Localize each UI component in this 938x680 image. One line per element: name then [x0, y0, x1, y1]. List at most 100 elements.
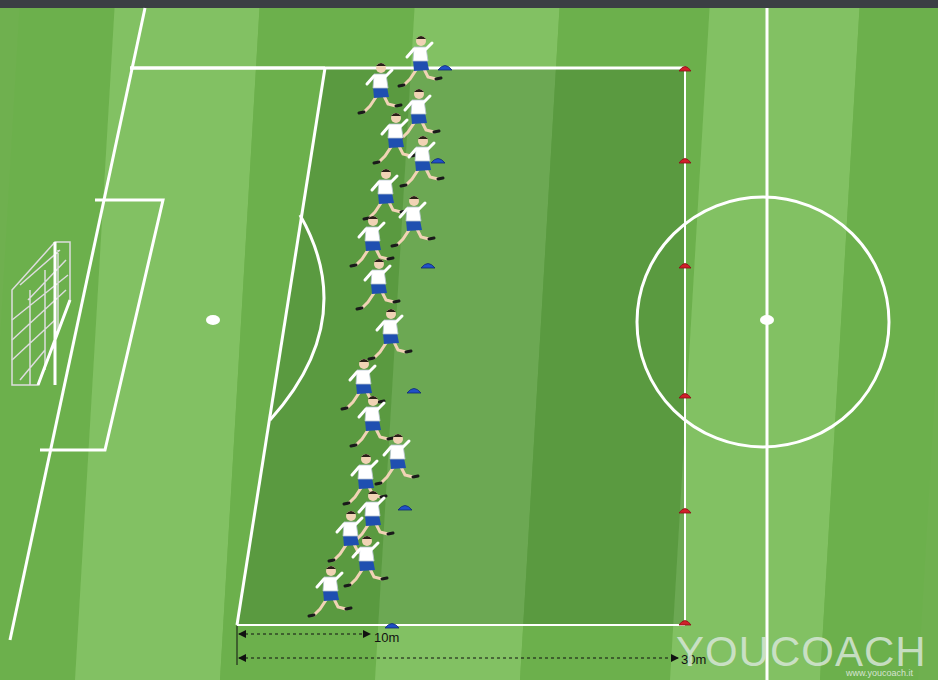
player-shorts	[388, 137, 404, 148]
cones	[385, 66, 691, 629]
player-shorts	[365, 420, 381, 431]
player-head	[326, 566, 336, 576]
player-shorts	[356, 383, 372, 394]
player-head	[414, 89, 424, 99]
player-shorts	[383, 333, 399, 344]
penalty-spot	[206, 315, 220, 325]
zone-line	[237, 624, 685, 626]
player-figure	[357, 259, 399, 309]
dimension-line	[239, 634, 370, 635]
player-figure	[309, 566, 351, 616]
player-hair	[386, 309, 396, 312]
player-head	[359, 359, 369, 369]
zone-line	[684, 68, 686, 625]
player-boot	[351, 258, 393, 266]
player-head	[381, 169, 391, 179]
player-head	[376, 63, 386, 73]
shaded-area	[237, 68, 685, 625]
player-shorts	[378, 193, 394, 204]
player-figure	[351, 216, 393, 266]
player-shorts	[373, 87, 389, 98]
player-boot	[401, 178, 443, 186]
player-shorts	[343, 535, 359, 546]
dimension-line	[239, 658, 678, 659]
player-shorts	[365, 515, 381, 526]
player-hair	[368, 216, 378, 219]
player-hair	[381, 169, 391, 172]
player-shorts	[411, 113, 427, 124]
player-head	[418, 136, 428, 146]
player-head	[346, 511, 356, 521]
player-boot	[376, 476, 418, 484]
player-shorts	[358, 478, 374, 489]
player-figure	[399, 36, 441, 86]
player-hair	[368, 396, 378, 399]
player-boot	[392, 238, 434, 246]
player-hair	[346, 511, 356, 514]
player-figure	[344, 454, 386, 504]
dimension-label: 10m	[374, 630, 399, 645]
player-hair	[359, 359, 369, 362]
centre-spot	[760, 315, 774, 325]
player-head	[393, 434, 403, 444]
watermark-url: www.youcoach.it	[846, 668, 913, 678]
player-boot	[309, 608, 351, 616]
player-shorts	[365, 240, 381, 251]
blue-cone	[385, 624, 399, 629]
player-head	[368, 396, 378, 406]
dimension-tick	[237, 626, 238, 665]
red-cone	[679, 264, 691, 269]
player-figure	[392, 196, 434, 246]
blue-cone	[398, 506, 412, 511]
players	[309, 36, 443, 616]
player-boot	[351, 438, 393, 446]
player-head	[386, 309, 396, 319]
player-hair	[409, 196, 419, 199]
player-figure	[359, 63, 401, 113]
player-boot	[399, 78, 441, 86]
player-head	[361, 454, 371, 464]
player-figure	[397, 89, 439, 139]
player-shorts	[415, 160, 431, 171]
player-head	[409, 196, 419, 206]
player-head	[374, 259, 384, 269]
player-figure	[342, 359, 384, 409]
grass-stripe	[820, 0, 938, 680]
player-hair	[391, 113, 401, 116]
player-boot	[359, 105, 401, 113]
red-cone	[679, 159, 691, 164]
blue-cone	[431, 159, 445, 164]
player-boot	[357, 301, 399, 309]
red-cone	[679, 621, 691, 626]
blue-cone	[421, 264, 435, 269]
player-figure	[376, 434, 418, 484]
player-hair	[376, 63, 386, 66]
red-cone	[679, 67, 691, 72]
goal	[12, 242, 70, 385]
red-cone	[679, 509, 691, 514]
player-head	[362, 536, 372, 546]
player-head	[368, 216, 378, 226]
player-hair	[418, 136, 428, 139]
player-hair	[393, 434, 403, 437]
player-hair	[414, 89, 424, 92]
player-hair	[326, 566, 336, 569]
player-hair	[416, 36, 426, 39]
player-boot	[345, 578, 387, 586]
player-shorts	[323, 590, 339, 601]
player-shorts	[390, 458, 406, 469]
player-head	[416, 36, 426, 46]
player-figure	[364, 169, 406, 219]
blue-cone	[407, 389, 421, 394]
player-shorts	[413, 60, 429, 71]
player-figure	[351, 396, 393, 446]
player-head	[391, 113, 401, 123]
player-hair	[361, 454, 371, 457]
player-head	[368, 491, 378, 501]
pitch-lines	[10, 8, 889, 680]
player-figure	[369, 309, 411, 359]
player-shorts	[371, 283, 387, 294]
red-cone	[679, 394, 691, 399]
